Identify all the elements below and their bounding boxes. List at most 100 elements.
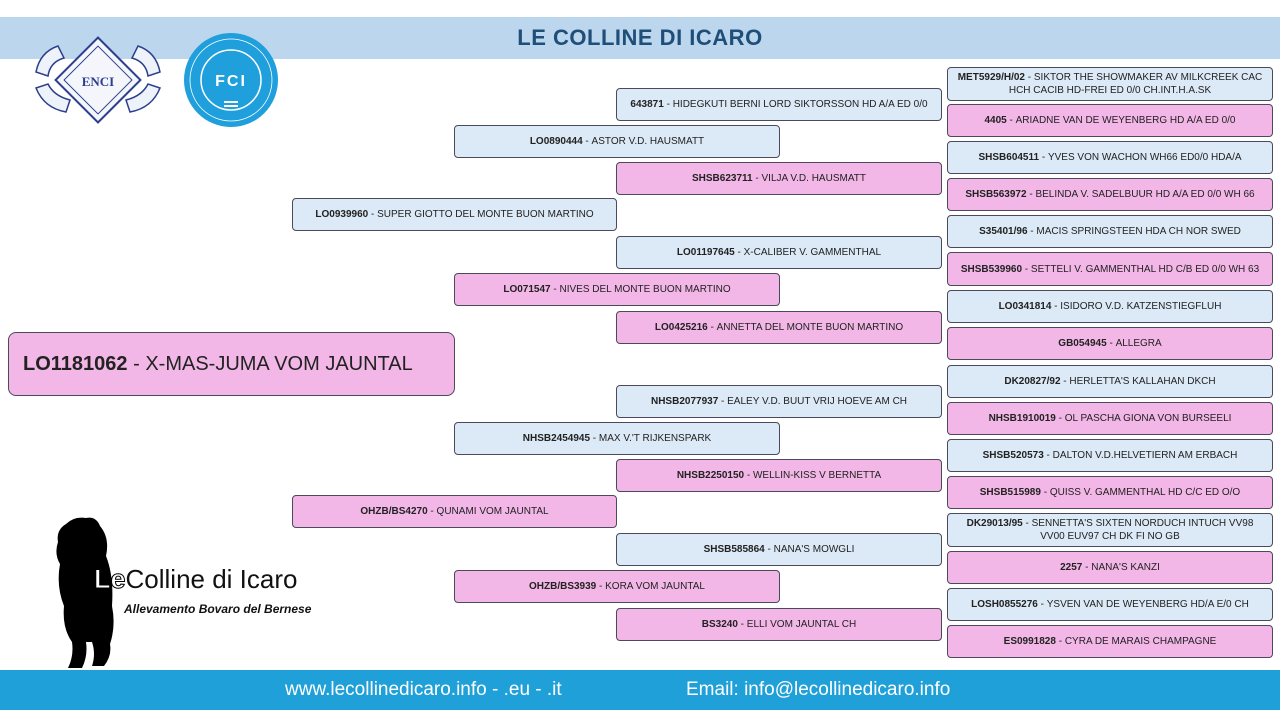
dog-name: VILJA V.D. HAUSMATT (761, 173, 866, 184)
dog-name: EALEY V.D. BUUT VRIJ HOEVE AM CH (727, 396, 908, 407)
pedigree-great-grandparent: NHSB2250150 - WELLIN-KISS V BERNETTA (616, 459, 942, 492)
reg-number: DK20827/92 (1004, 376, 1061, 387)
pedigree-great-great-grandparent: DK29013/95 - SENNETTA'S SIXTEN NORDUCH I… (947, 513, 1273, 547)
pedigree-great-great-grandparent: ES0991828 - CYRA DE MARAIS CHAMPAGNE (947, 625, 1273, 658)
reg-number: SHSB515989 (979, 487, 1041, 498)
reg-number: LO071547 (503, 284, 551, 295)
pedigree-great-grandparent: SHSB623711 - VILJA V.D. HAUSMATT (616, 162, 942, 195)
reg-number: ES0991828 (1003, 636, 1056, 647)
dog-name: X-CALIBER V. GAMMENTHAL (743, 247, 882, 258)
reg-number: 643871 (630, 99, 664, 110)
pedigree-great-great-grandparent: SHSB604511 - YVES VON WACHON WH66 ED0/0 … (947, 141, 1273, 174)
dog-name: WELLIN-KISS V BERNETTA (752, 470, 882, 481)
pedigree-grandparent: OHZB/BS3939 - KORA VOM JAUNTAL (454, 570, 780, 603)
pedigree-grandparent: LO0890444 - ASTOR V.D. HAUSMATT (454, 125, 780, 158)
reg-number: DK29013/95 (966, 518, 1023, 529)
fci-mark: FCI (215, 73, 247, 90)
reg-number: OHZB/BS3939 (529, 581, 597, 592)
kennel-name: LeColline di Icaro (94, 564, 298, 595)
main-dog-reg: LO1181062 (23, 353, 128, 375)
reg-number: NHSB2454945 (522, 433, 591, 444)
reg-number: NHSB1910019 (988, 413, 1056, 424)
reg-number: MET5929/H/02 (957, 72, 1025, 83)
pedigree-dam: OHZB/BS4270 - QUNAMI VOM JAUNTAL (292, 495, 617, 528)
dog-name: ISIDORO V.D. KATZENSTIEGFLUH (1060, 301, 1222, 312)
pedigree-great-great-grandparent: LO0341814 - ISIDORO V.D. KATZENSTIEGFLUH (947, 290, 1273, 323)
dog-name: SETTELI V. GAMMENTHAL HD C/B ED 0/0 WH 6… (1030, 263, 1260, 275)
pedigree-grandparent: LO071547 - NIVES DEL MONTE BUON MARTINO (454, 273, 780, 306)
dog-name: HIDEGKUTI BERNI LORD SIKTORSSON HD A/A E… (672, 99, 928, 110)
pedigree-great-great-grandparent: MET5929/H/02 - SIKTOR THE SHOWMAKER AV M… (947, 67, 1273, 101)
dog-name: NANA'S MOWGLI (773, 544, 855, 555)
pedigree-great-great-grandparent: 2257 - NANA'S KANZI (947, 551, 1273, 584)
reg-number: 2257 (1060, 562, 1083, 573)
reg-number: LO01197645 (676, 247, 735, 258)
pedigree-great-grandparent: LO0425216 - ANNETTA DEL MONTE BUON MARTI… (616, 311, 942, 344)
dog-name: NIVES DEL MONTE BUON MARTINO (559, 284, 731, 295)
dog-name: ELLI VOM JAUNTAL CH (746, 619, 857, 630)
dog-name: SIKTOR THE SHOWMAKER AV MILKCREEK CAC HC… (1008, 72, 1263, 96)
reg-number: LO0939960 (315, 209, 369, 220)
pedigree-great-grandparent: LO01197645 - X-CALIBER V. GAMMENTHAL (616, 236, 942, 269)
footer-email-link[interactable]: Email: info@lecollinedicaro.info (686, 679, 951, 700)
dog-name: ASTOR V.D. HAUSMATT (591, 136, 705, 147)
reg-number: SHSB539960 (960, 263, 1023, 275)
dog-name: BELINDA V. SADELBUUR HD A/A ED 0/0 WH 66 (1035, 189, 1255, 200)
reg-number: LOSH0855276 (971, 599, 1038, 610)
fci-logo: FCI (182, 31, 280, 134)
bernese-dog-silhouette-icon (56, 517, 114, 668)
main-dog-name: X-MAS-JUMA VOM JAUNTAL (145, 353, 413, 375)
pedigree-sire: LO0939960 - SUPER GIOTTO DEL MONTE BUON … (292, 198, 617, 231)
page-title: LE COLLINE DI ICARO (517, 25, 763, 50)
pedigree-great-great-grandparent: LOSH0855276 - YSVEN VAN DE WEYENBERG HD/… (947, 588, 1273, 621)
pedigree-great-grandparent: NHSB2077937 - EALEY V.D. BUUT VRIJ HOEVE… (616, 385, 942, 418)
pedigree-great-great-grandparent: S35401/96 - MACIS SPRINGSTEEN HDA CH NOR… (947, 215, 1273, 248)
reg-number: LO0425216 (654, 322, 708, 333)
dog-name: CYRA DE MARAIS CHAMPAGNE (1064, 636, 1217, 647)
dog-name: YSVEN VAN DE WEYENBERG HD/A E/0 CH (1046, 599, 1249, 610)
dog-name: ARIADNE VAN DE WEYENBERG HD A/A ED 0/0 (1015, 115, 1236, 126)
pedigree-grandparent: NHSB2454945 - MAX V.'T RIJKENSPARK (454, 422, 780, 455)
footer-bar: www.lecollinedicaro.info - .eu - .it Ema… (0, 670, 1280, 710)
reg-number: 4405 (984, 115, 1007, 126)
pedigree-main-dog: LO1181062 - X-MAS-JUMA VOM JAUNTAL (8, 332, 455, 396)
pedigree-great-grandparent: SHSB585864 - NANA'S MOWGLI (616, 533, 942, 566)
reg-number: S35401/96 (979, 226, 1028, 237)
pedigree-great-great-grandparent: SHSB520573 - DALTON V.D.HELVETIERN AM ER… (947, 439, 1273, 472)
enci-mark: ENCI (82, 74, 115, 89)
footer-website-link[interactable]: www.lecollinedicaro.info - .eu - .it (285, 679, 562, 700)
reg-number: SHSB623711 (692, 173, 753, 184)
reg-number: SHSB520573 (982, 450, 1044, 461)
pedigree-great-grandparent: BS3240 - ELLI VOM JAUNTAL CH (616, 608, 942, 641)
reg-number: LO0341814 (998, 301, 1052, 312)
dog-name: SUPER GIOTTO DEL MONTE BUON MARTINO (377, 209, 594, 220)
reg-number: BS3240 (701, 619, 738, 630)
dog-name: QUISS V. GAMMENTHAL HD C/C ED O/O (1049, 487, 1241, 498)
enci-logo: ENCI (30, 32, 166, 133)
dog-name: YVES VON WACHON WH66 ED0/0 HDA/A (1047, 152, 1242, 163)
pedigree-great-great-grandparent: NHSB1910019 - OL PASCHA GIONA VON BURSEE… (947, 402, 1273, 435)
reg-number: GB054945 (1058, 338, 1107, 349)
dog-name: NANA'S KANZI (1091, 562, 1160, 573)
pedigree-great-grandparent: 643871 - HIDEGKUTI BERNI LORD SIKTORSSON… (616, 88, 942, 121)
pedigree-great-great-grandparent: DK20827/92 - HERLETTA'S KALLAHAN DKCH (947, 365, 1273, 398)
dog-name: QUNAMI VOM JAUNTAL (436, 506, 549, 517)
dog-name: MACIS SPRINGSTEEN HDA CH NOR SWED (1036, 226, 1241, 237)
pedigree-great-great-grandparent: SHSB563972 - BELINDA V. SADELBUUR HD A/A… (947, 178, 1273, 211)
dog-name: ALLEGRA (1115, 338, 1162, 349)
pedigree-great-great-grandparent: SHSB515989 - QUISS V. GAMMENTHAL HD C/C … (947, 476, 1273, 509)
kennel-name-main: Colline di Icaro (125, 564, 298, 594)
dog-name: HERLETTA'S KALLAHAN DKCH (1069, 376, 1216, 387)
reg-number: OHZB/BS4270 (360, 506, 428, 517)
pedigree-great-great-grandparent: 4405 - ARIADNE VAN DE WEYENBERG HD A/A E… (947, 104, 1273, 137)
kennel-logo: LeColline di Icaro Allevamento Bovaro de… (52, 516, 311, 677)
dog-name: MAX V.'T RIJKENSPARK (598, 433, 712, 444)
reg-number: NHSB2077937 (650, 396, 719, 407)
reg-number: SHSB585864 (703, 544, 765, 555)
reg-number: NHSB2250150 (676, 470, 745, 481)
dog-name: DALTON V.D.HELVETIERN AM ERBACH (1052, 450, 1238, 461)
reg-number: SHSB563972 (965, 189, 1027, 200)
kennel-name-le: Le (94, 564, 127, 595)
dog-name: OL PASCHA GIONA VON BURSEELI (1064, 413, 1232, 424)
reg-number: LO0890444 (529, 136, 583, 147)
